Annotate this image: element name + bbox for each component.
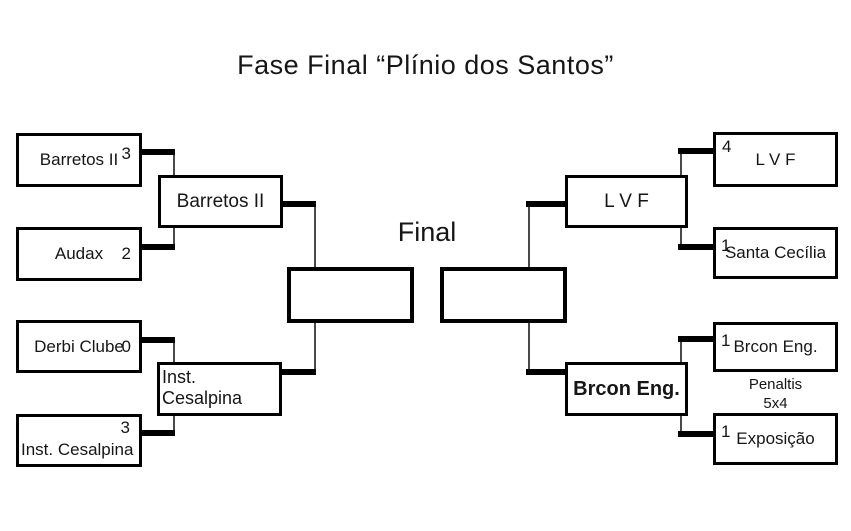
team-label: Derbi Clube <box>34 336 124 356</box>
connector-vline-final-right-up <box>528 204 530 268</box>
connector-vline-final-right-down <box>528 322 530 374</box>
team-label: Inst. Cesalpina <box>21 440 134 459</box>
team-label: Brcon Eng. <box>733 337 818 356</box>
connector-stub-barretos <box>139 149 175 155</box>
winner-box-right-top: L V F <box>565 175 688 228</box>
connector-stub-cesalpina <box>139 430 175 436</box>
penalty-note-line1: Penaltis <box>748 376 803 393</box>
score-label: 3 <box>120 418 130 437</box>
team-label: Barretos II <box>39 150 119 169</box>
bracket-title: Fase Final “Plínio dos Santos” <box>237 50 614 80</box>
connector-stub-winner-right-bottom <box>526 369 567 375</box>
connector-stub-winner-left-top <box>281 201 316 207</box>
penalty-note-line2: 5x4 <box>763 395 788 412</box>
score-label: 2 <box>121 244 131 263</box>
connector-vline-final-left-down <box>314 322 316 373</box>
score-label: 1 <box>721 331 731 350</box>
score-label: 3 <box>121 144 131 163</box>
team-box-santa-cecilia: Santa Cecília 1 <box>713 227 838 279</box>
connector-stub-brcon <box>678 336 715 342</box>
connector-stub-winner-right-top <box>526 201 567 207</box>
winner-label: Barretos II <box>176 190 265 212</box>
penalty-note: Penaltis 5x4 <box>713 375 838 413</box>
connector-stub-lvf <box>678 148 715 154</box>
score-label: 0 <box>121 336 131 356</box>
team-label: Audax <box>54 244 104 263</box>
team-box-audax: Audax 2 <box>16 227 142 281</box>
final-slot-right <box>440 267 567 323</box>
winner-label: Inst. Cesalpina <box>162 367 243 408</box>
team-label: Santa Cecília <box>724 243 827 262</box>
connector-vline-final-left-up <box>314 204 316 268</box>
team-box-barretos-ii: Barretos II 3 <box>16 133 142 187</box>
team-box-lvf: L V F 4 <box>713 132 838 187</box>
connector-stub-derbi <box>139 337 175 343</box>
final-slot-left <box>287 267 414 323</box>
winner-label: L V F <box>604 190 649 212</box>
score-label: 4 <box>722 137 732 156</box>
winner-box-left-top: Barretos II <box>158 175 283 228</box>
score-label: 1 <box>721 236 731 255</box>
team-box-derbi-clube: Derbi Clube 0 <box>16 320 142 373</box>
winner-box-right-bottom: Brcon Eng. <box>565 362 688 416</box>
score-label: 1 <box>721 422 731 441</box>
team-box-brcon-eng: Brcon Eng. 1 <box>713 322 838 372</box>
winner-box-left-bottom: Inst. Cesalpina <box>157 362 282 416</box>
team-box-exposicao: Exposição 1 <box>713 413 838 465</box>
team-box-inst-cesalpina: Inst. Cesalpina 3 <box>16 414 142 467</box>
team-label: L V F <box>755 149 796 169</box>
final-label: Final <box>397 217 457 247</box>
winner-label: Brcon Eng. <box>573 377 680 400</box>
connector-stub-exposicao <box>678 431 715 437</box>
connector-stub-audax <box>139 244 175 250</box>
team-label: Exposição <box>736 429 815 448</box>
connector-stub-santa-cecilia <box>678 244 715 250</box>
connector-stub-winner-left-bottom <box>281 369 316 375</box>
